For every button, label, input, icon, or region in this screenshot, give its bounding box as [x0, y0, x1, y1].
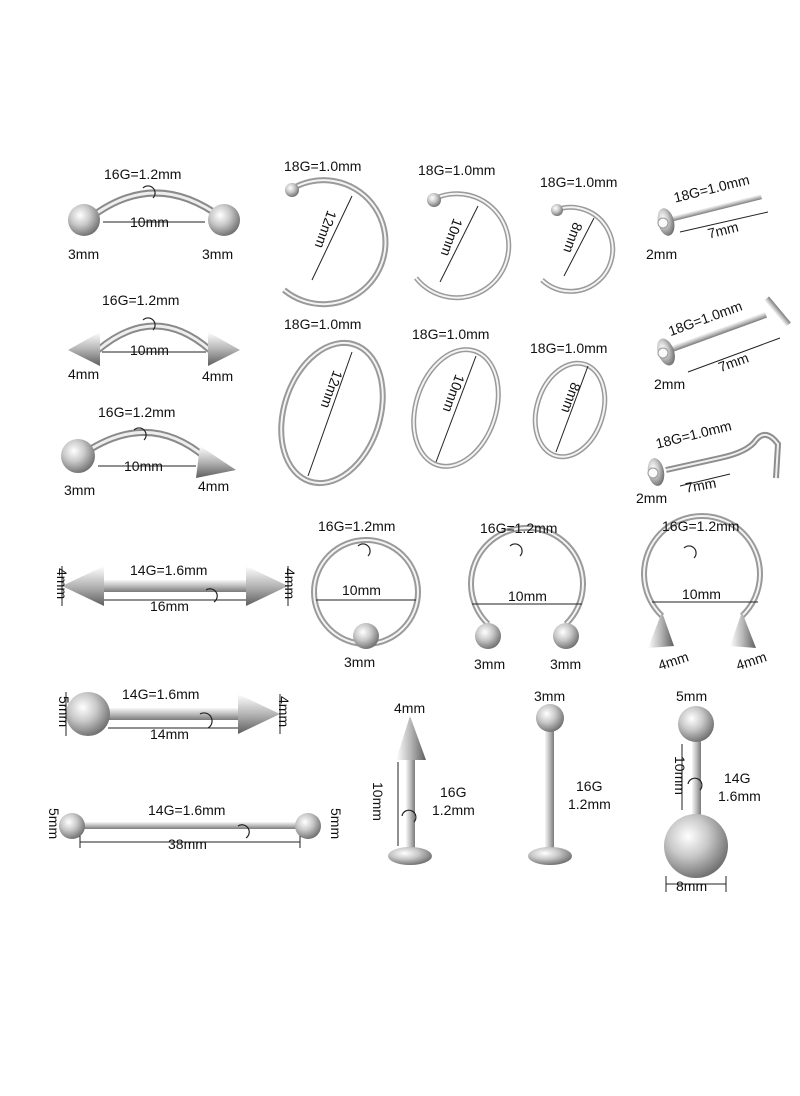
belly-length: 10mm: [672, 756, 688, 795]
horseshoe-spike-dia: 10mm: [682, 586, 721, 602]
curved-mixed-barbell: [61, 427, 236, 478]
seamless-ring-12mm: [278, 339, 386, 487]
curved-mixed-gauge: 16G=1.2mm: [98, 404, 176, 420]
industrial-right-size: 5mm: [328, 808, 344, 840]
horseshoe-ball-gauge: 16G=1.2mm: [480, 520, 558, 536]
labret-spike-gauge-mm: 1.2mm: [432, 802, 475, 818]
spike-barbell-left-size: 4mm: [54, 568, 70, 600]
labret-ball-gauge-mm: 1.2mm: [568, 796, 611, 812]
labret-ball-gauge: 16G: [576, 778, 603, 794]
horseshoe-ball-right-size: 3mm: [550, 656, 582, 672]
spike-barbell-length: 16mm: [150, 598, 189, 614]
labret-spike-length: 10mm: [370, 782, 386, 821]
belly-gauge: 14G: [724, 770, 751, 786]
ball-spike-barbell: [65, 692, 281, 736]
belly-gauge-mm: 1.6mm: [718, 788, 761, 804]
nose-stud-l-shape: [657, 296, 791, 373]
curved-spike-barbell: [68, 317, 240, 366]
ball-spike-barbell-left-size: 5mm: [56, 696, 72, 728]
ball-spike-barbell-length: 14mm: [150, 726, 189, 742]
seamless-ring-10mm: [411, 347, 501, 469]
curved-spike-right-size: 4mm: [202, 368, 234, 384]
belly-top-size: 5mm: [676, 688, 708, 704]
captive-ring-ball: 3mm: [344, 654, 376, 670]
spike-barbell: [61, 566, 289, 606]
nose-stud-gem: 2mm: [646, 246, 678, 262]
industrial-gauge: 14G=1.6mm: [148, 802, 226, 818]
curved-spike-length: 10mm: [130, 342, 169, 358]
curved-mixed-length: 10mm: [124, 458, 163, 474]
open-ring-12-gauge: 18G=1.0mm: [284, 158, 362, 174]
nose-stud-straight: [657, 194, 769, 236]
spike-barbell-gauge: 14G=1.6mm: [130, 562, 208, 578]
nose-stud-screw: [647, 431, 782, 487]
belly-bottom-size: 8mm: [676, 878, 708, 894]
seamless-ring-8mm: [532, 360, 608, 460]
industrial-length: 38mm: [168, 836, 207, 852]
spike-barbell-right-size: 4mm: [282, 568, 298, 600]
open-ring-10-gauge: 18G=1.0mm: [418, 162, 496, 178]
curved-ball-right-size: 3mm: [202, 246, 234, 262]
curved-spike-left-size: 4mm: [68, 366, 100, 382]
seamless-ring-8-gauge: 18G=1.0mm: [530, 340, 608, 356]
nose-screw-gem: 2mm: [636, 490, 668, 506]
nose-l-gem: 2mm: [654, 376, 686, 392]
ball-spike-barbell-gauge: 14G=1.6mm: [122, 686, 200, 702]
curved-mixed-right-size: 4mm: [198, 478, 230, 494]
curved-ball-barbell: [68, 185, 240, 236]
curved-ball-length: 10mm: [130, 214, 169, 230]
horseshoe-spike: [641, 513, 763, 648]
belly-ring: [664, 706, 728, 892]
industrial-left-size: 5mm: [46, 808, 62, 840]
open-ring-10mm: [414, 191, 512, 301]
open-ring-12mm: [282, 177, 389, 308]
horseshoe-spike-gauge: 16G=1.2mm: [662, 518, 740, 534]
captive-ring-gauge: 16G=1.2mm: [318, 518, 396, 534]
open-ring-8-gauge: 18G=1.0mm: [540, 174, 618, 190]
labret-ball-top: 3mm: [534, 688, 566, 704]
industrial-barbell: [59, 813, 321, 848]
seamless-ring-10-gauge: 18G=1.0mm: [412, 326, 490, 342]
seamless-ring-12-gauge: 18G=1.0mm: [284, 316, 362, 332]
captive-ring-dia: 10mm: [342, 582, 381, 598]
ball-spike-barbell-right-size: 4mm: [276, 696, 292, 728]
labret-ball: [528, 704, 572, 865]
labret-spike: [388, 716, 432, 865]
horseshoe-ball-dia: 10mm: [508, 588, 547, 604]
captive-bead-ring: [311, 537, 421, 649]
horseshoe-ball-left-size: 3mm: [474, 656, 506, 672]
curved-ball-gauge: 16G=1.2mm: [104, 166, 182, 182]
curved-mixed-left-size: 3mm: [64, 482, 96, 498]
labret-spike-top: 4mm: [394, 700, 426, 716]
curved-ball-left-size: 3mm: [68, 246, 100, 262]
horseshoe-ball: [468, 524, 586, 649]
labret-spike-gauge: 16G: [440, 784, 467, 800]
curved-spike-gauge: 16G=1.2mm: [102, 292, 180, 308]
open-ring-8mm: [540, 204, 616, 294]
